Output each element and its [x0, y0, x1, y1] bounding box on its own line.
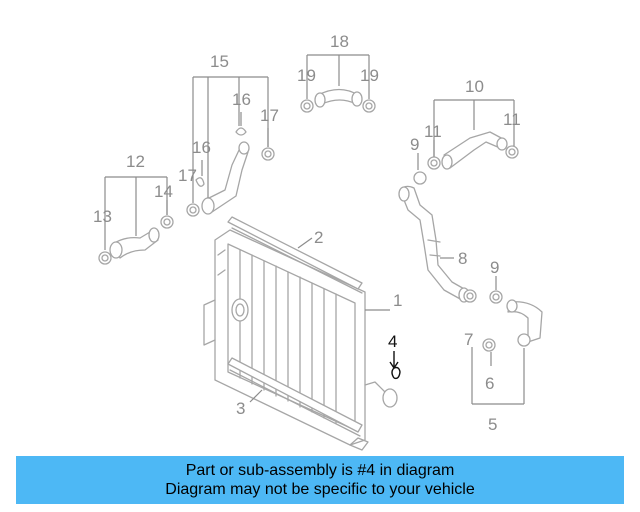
callout-labels: 1 2 3 5 6 7 8 9 9 10 11 11 12 13 14 15 1…: [93, 32, 521, 434]
callout-17-right: 17: [260, 106, 279, 125]
callout-6: 6: [485, 374, 494, 393]
callout-7: 7: [464, 330, 473, 349]
callout-19-right: 19: [360, 66, 379, 85]
callout-16-upper: 16: [232, 90, 251, 109]
banner-line-1: Part or sub-assembly is #4 in diagram: [185, 462, 455, 479]
callout-16-left: 16: [192, 138, 211, 157]
info-banner: Part or sub-assembly is #4 in diagram Di…: [16, 456, 624, 504]
hose-assembly-10: [413, 131, 519, 185]
callout-13: 13: [93, 207, 112, 226]
hose-assembly-15: [186, 127, 275, 217]
leader-part-4: [389, 351, 399, 370]
callout-9-top: 9: [410, 135, 419, 154]
callout-15: 15: [210, 52, 229, 71]
callout-11-left: 11: [424, 122, 442, 141]
callout-14: 14: [154, 182, 173, 201]
hose-assembly-left: [98, 215, 174, 265]
callout-17-left: 17: [178, 166, 197, 185]
intercooler: [203, 229, 398, 451]
lower-deflector: [227, 357, 363, 437]
callout-19-left: 19: [297, 66, 316, 85]
leader-lines: [104, 54, 525, 405]
callout-4-highlighted: 4: [388, 332, 397, 351]
callout-5: 5: [488, 415, 497, 434]
hose-assembly-18: [300, 88, 376, 113]
clamp-part-4: [391, 366, 401, 380]
hose-assembly-5: [463, 289, 543, 352]
upper-deflector-bracket: [227, 216, 363, 294]
callout-9-right: 9: [490, 258, 499, 277]
callout-2: 2: [314, 228, 323, 247]
callout-12: 12: [126, 152, 145, 171]
callout-11-right: 11: [503, 110, 521, 129]
callout-18: 18: [330, 32, 349, 51]
charge-pipe: [398, 185, 470, 303]
callout-1: 1: [393, 291, 402, 310]
callout-10: 10: [465, 77, 484, 96]
banner-line-2: Diagram may not be specific to your vehi…: [165, 481, 475, 498]
callout-8: 8: [458, 249, 467, 268]
callout-3: 3: [236, 399, 245, 418]
